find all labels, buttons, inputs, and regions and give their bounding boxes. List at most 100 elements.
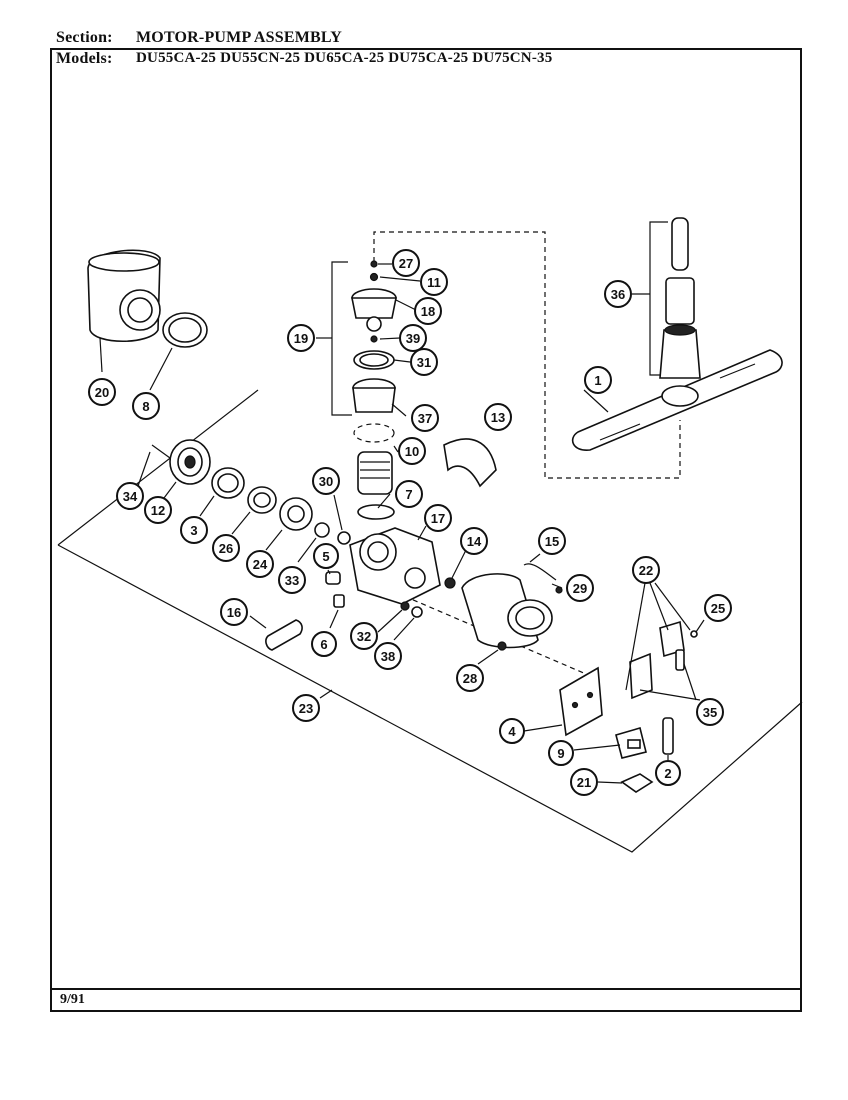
callout-number: 32 bbox=[357, 629, 371, 644]
callout-number: 39 bbox=[406, 331, 420, 346]
callout-number: 29 bbox=[573, 581, 587, 596]
callout-34: 34 bbox=[116, 482, 144, 510]
callout-number: 37 bbox=[418, 411, 432, 426]
callout-number: 12 bbox=[151, 503, 165, 518]
callout-number: 21 bbox=[577, 775, 591, 790]
bracket-part bbox=[559, 666, 603, 737]
callout-number: 26 bbox=[219, 541, 233, 556]
callout-number: 4 bbox=[508, 724, 516, 739]
callout-30: 30 bbox=[312, 467, 340, 495]
leader-lines bbox=[99, 263, 705, 784]
pump-housing-part bbox=[349, 527, 441, 605]
callout-number: 10 bbox=[405, 444, 419, 459]
grommet-part bbox=[337, 531, 351, 545]
callout-number: 11 bbox=[427, 275, 441, 290]
callout-number: 27 bbox=[399, 256, 413, 271]
callout-21: 21 bbox=[570, 768, 598, 796]
bracket-36 bbox=[649, 221, 668, 376]
callout-14: 14 bbox=[460, 527, 488, 555]
callout-27: 27 bbox=[392, 249, 420, 277]
callout-number: 2 bbox=[664, 766, 671, 781]
screw-part bbox=[400, 601, 410, 611]
spring-part bbox=[333, 594, 345, 608]
motor-part bbox=[444, 573, 563, 649]
models-label: Models: bbox=[56, 50, 113, 67]
wire-spring-part bbox=[523, 563, 557, 581]
pump-cylinder-part bbox=[357, 451, 393, 495]
washer-part bbox=[314, 522, 330, 538]
solenoid-part bbox=[615, 726, 647, 759]
washer-part bbox=[690, 630, 698, 638]
section-title: MOTOR-PUMP ASSEMBLY bbox=[136, 29, 343, 46]
callout-number: 20 bbox=[95, 385, 109, 400]
nut-part bbox=[411, 606, 423, 618]
section-label: Section: bbox=[56, 29, 113, 46]
bearing-part bbox=[279, 497, 313, 531]
callout-number: 15 bbox=[545, 534, 559, 549]
callout-36: 36 bbox=[604, 280, 632, 308]
callout-number: 17 bbox=[431, 511, 445, 526]
callout-35: 35 bbox=[696, 698, 724, 726]
callout-number: 19 bbox=[294, 331, 308, 346]
bracket-19 bbox=[331, 261, 352, 416]
callout-number: 36 bbox=[611, 287, 625, 302]
callout-7: 7 bbox=[395, 480, 423, 508]
spray-arm-part bbox=[571, 349, 783, 451]
callout-20: 20 bbox=[88, 378, 116, 406]
seal-ring-part bbox=[359, 353, 389, 367]
gasket-part bbox=[217, 473, 239, 493]
callout-33: 33 bbox=[278, 566, 306, 594]
callout-number: 28 bbox=[463, 671, 477, 686]
callout-number: 34 bbox=[123, 489, 138, 504]
callout-number: 7 bbox=[405, 487, 412, 502]
air-gap-housing-part bbox=[87, 249, 161, 343]
callout-23: 23 bbox=[292, 694, 320, 722]
callout-number: 9 bbox=[557, 746, 564, 761]
callout-12: 12 bbox=[144, 496, 172, 524]
callout-4: 4 bbox=[499, 718, 525, 744]
callout-32: 32 bbox=[350, 622, 378, 650]
callout-19: 19 bbox=[287, 324, 315, 352]
diagram-frame bbox=[50, 48, 802, 1012]
spring-part bbox=[675, 649, 685, 671]
plug-part bbox=[325, 571, 341, 585]
callout-number: 8 bbox=[142, 399, 149, 414]
revision-date: 9/91 bbox=[60, 992, 85, 1007]
callout-number: 16 bbox=[227, 605, 241, 620]
callout-6: 6 bbox=[311, 631, 337, 657]
callout-number: 18 bbox=[421, 304, 435, 319]
callout-number: 24 bbox=[253, 557, 268, 572]
callout-number: 25 bbox=[711, 601, 725, 616]
switch-part bbox=[620, 773, 654, 793]
footer-divider bbox=[50, 988, 802, 990]
dashed-guide bbox=[373, 231, 681, 479]
o-ring-part bbox=[353, 423, 395, 443]
chute-part bbox=[443, 438, 497, 488]
callout-26: 26 bbox=[212, 534, 240, 562]
callout-22: 22 bbox=[632, 556, 660, 584]
upper-impeller-housing-part bbox=[351, 260, 397, 343]
callout-18: 18 bbox=[414, 297, 442, 325]
callout-25: 25 bbox=[704, 594, 732, 622]
hose-clamp-part bbox=[162, 312, 208, 348]
callout-number: 35 bbox=[703, 705, 717, 720]
clamp-ring-part bbox=[357, 504, 395, 520]
callout-28: 28 bbox=[456, 664, 484, 692]
callout-number: 6 bbox=[320, 637, 327, 652]
callout-number: 38 bbox=[381, 649, 395, 664]
callout-10: 10 bbox=[398, 437, 426, 465]
seal-part bbox=[253, 492, 271, 508]
callout-3: 3 bbox=[180, 516, 208, 544]
callout-2: 2 bbox=[655, 760, 681, 786]
callout-number: 3 bbox=[190, 523, 197, 538]
callout-number: 14 bbox=[467, 534, 482, 549]
callout-9: 9 bbox=[548, 740, 574, 766]
callout-11: 11 bbox=[420, 268, 448, 296]
callout-number: 31 bbox=[417, 355, 431, 370]
callout-number: 30 bbox=[319, 474, 333, 489]
plunger-part bbox=[662, 717, 674, 755]
callout-1: 1 bbox=[584, 366, 612, 394]
callout-8: 8 bbox=[132, 392, 160, 420]
callout-number: 1 bbox=[594, 373, 601, 388]
callout-29: 29 bbox=[566, 574, 594, 602]
